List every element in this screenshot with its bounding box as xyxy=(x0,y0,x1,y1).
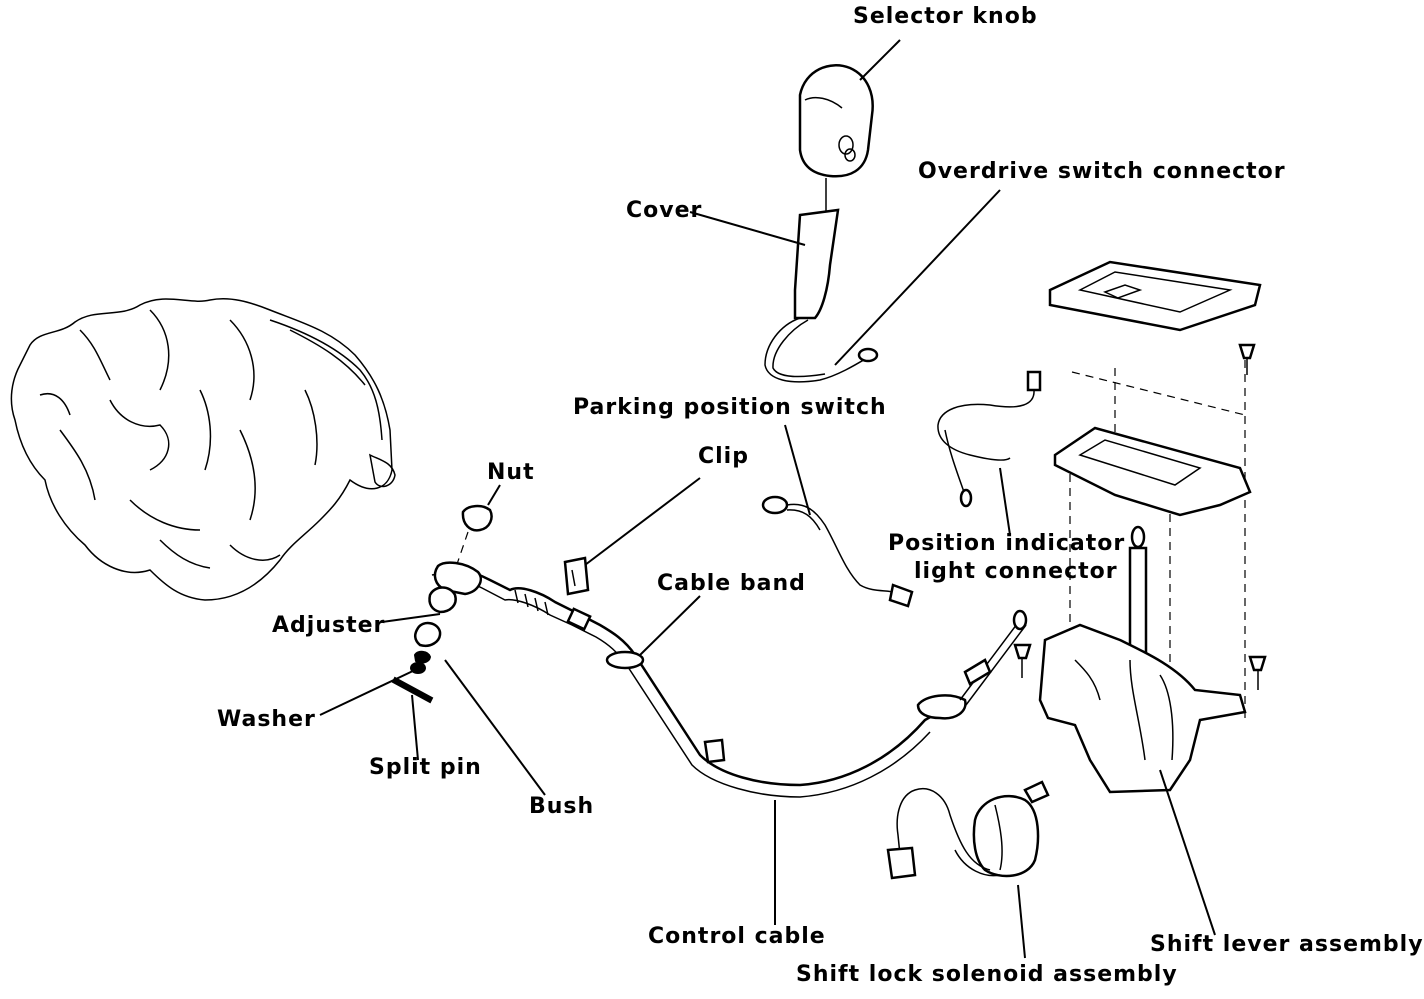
label-selector-knob: Selector knob xyxy=(853,4,1038,29)
label-bush: Bush xyxy=(529,794,595,819)
nut-part xyxy=(454,484,501,571)
label-position-indicator-line2: light connector xyxy=(914,559,1118,584)
label-nut: Nut xyxy=(487,460,535,485)
label-cover: Cover xyxy=(626,198,703,223)
shift-lever-assembly-part xyxy=(937,260,1267,936)
transmission-housing xyxy=(10,298,396,601)
parking-position-switch-part xyxy=(761,424,914,608)
label-position-indicator-line1: Position indicator xyxy=(888,531,1126,556)
label-shift-lever-assembly: Shift lever assembly xyxy=(1150,932,1424,957)
label-adjuster: Adjuster xyxy=(272,613,386,638)
label-control-cable: Control cable xyxy=(648,924,826,949)
cover-part xyxy=(689,178,1001,383)
selector-knob-part xyxy=(798,39,901,178)
label-shift-lock-solenoid-assembly: Shift lock solenoid assembly xyxy=(796,962,1178,987)
control-cable-part xyxy=(431,561,1028,925)
clip-part xyxy=(563,477,701,596)
label-split-pin: Split pin xyxy=(369,755,482,780)
label-parking-position-switch: Parking position switch xyxy=(573,395,887,420)
label-washer: Washer xyxy=(217,707,316,732)
shift-lock-solenoid-part xyxy=(886,780,1050,959)
label-overdrive-switch-connector: Overdrive switch connector xyxy=(918,159,1286,184)
label-cable-band: Cable band xyxy=(657,571,806,596)
label-clip: Clip xyxy=(698,444,749,469)
adjuster-group-part xyxy=(319,586,546,796)
